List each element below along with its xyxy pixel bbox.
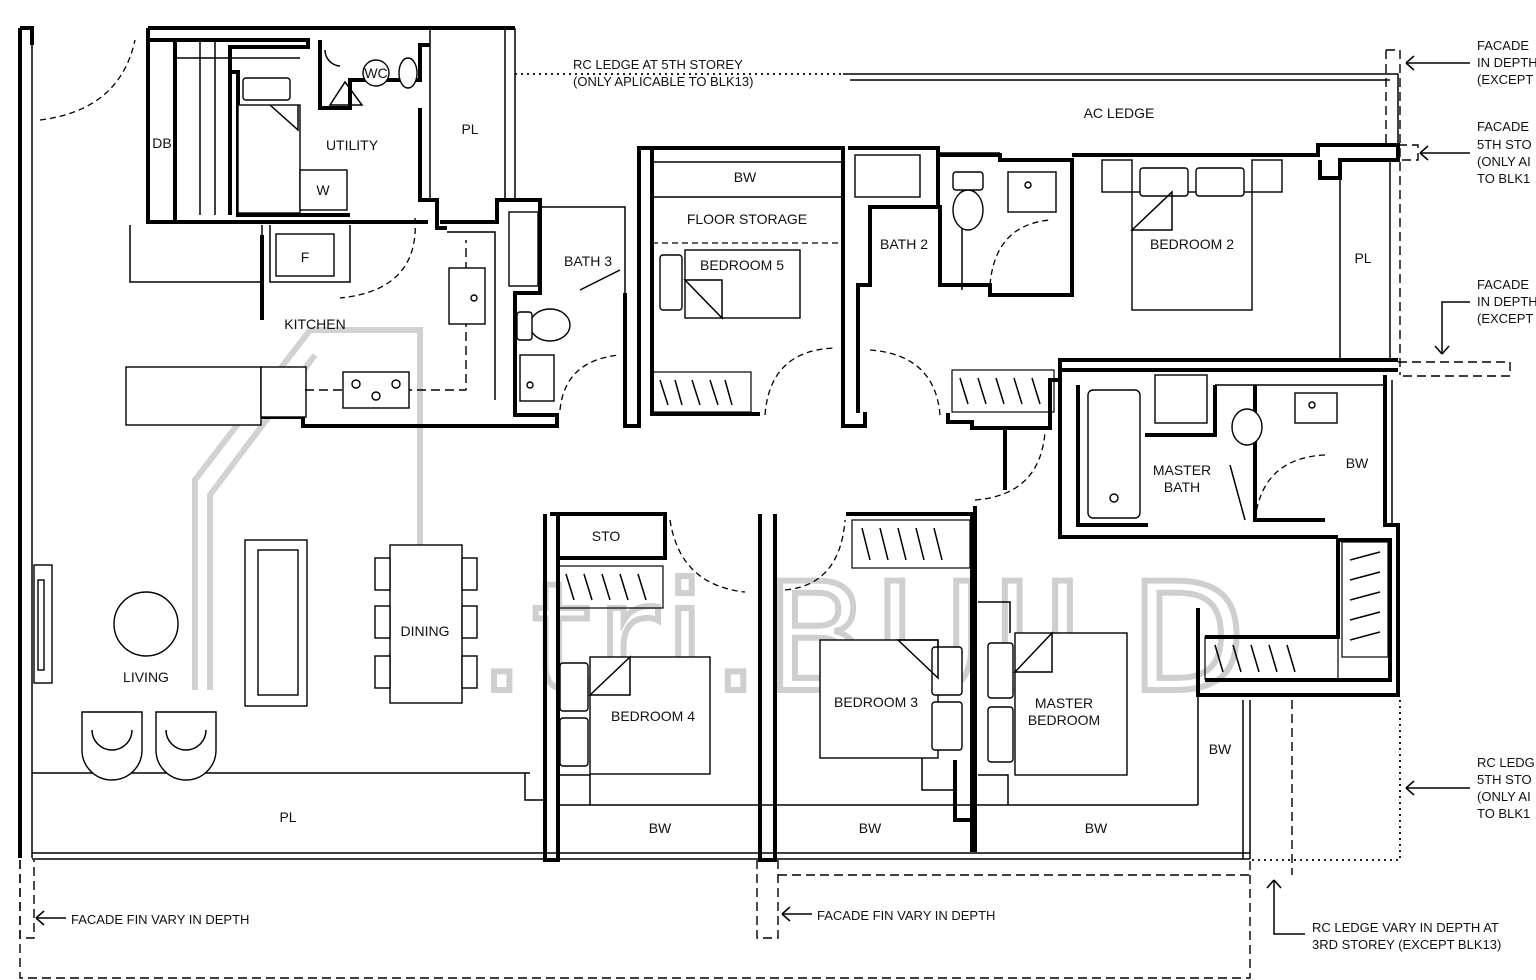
label-dining: DINING: [401, 623, 450, 639]
label-pl-top: PL: [461, 121, 478, 137]
note-facade-tr2-4: TO BLK1: [1477, 171, 1530, 186]
label-bw-store: BW: [734, 169, 757, 185]
label-bath2: BATH 2: [880, 236, 928, 252]
label-f: F: [301, 249, 310, 265]
label-kitchen: KITCHEN: [284, 316, 345, 332]
label-sto: STO: [592, 528, 621, 544]
label-bw-b4: BW: [649, 820, 672, 836]
note-facade-tr2-1: FACADE: [1477, 119, 1529, 134]
doors: [39, 39, 1326, 593]
label-living: LIVING: [123, 669, 169, 685]
note-facade-tr-1: FACADE: [1477, 38, 1529, 53]
note-facade-fin-mid: FACADE FIN VARY IN DEPTH: [817, 908, 995, 923]
note-facade-mr-2: IN DEPTH: [1477, 294, 1536, 309]
note-facade-mr-1: FACADE: [1477, 277, 1529, 292]
note-facade-fin-left: FACADE FIN VARY IN DEPTH: [71, 912, 249, 927]
facade-lines: [19, 49, 1511, 979]
label-master-bedroom-1: MASTER: [1035, 695, 1093, 711]
note-rc-ledge-r-1: RC LEDG: [1477, 755, 1535, 770]
note-rc-ledge-5th-1: RC LEDGE AT 5TH STOREY: [573, 57, 743, 72]
label-utility: UTILITY: [326, 137, 379, 153]
note-rc-ledge-r-4: TO BLK1: [1477, 806, 1530, 821]
label-bedroom3: BEDROOM 3: [834, 694, 918, 710]
label-pl-right: PL: [1354, 250, 1371, 266]
note-facade-tr2-3: (ONLY AI: [1477, 154, 1531, 169]
label-ac-ledge: AC LEDGE: [1084, 105, 1155, 121]
label-w: W: [316, 182, 330, 198]
label-floor-storage: FLOOR STORAGE: [687, 211, 807, 227]
label-bath3: BATH 3: [564, 253, 612, 269]
note-facade-tr2-2: 5TH STO: [1477, 137, 1532, 152]
label-bedroom5: BEDROOM 5: [700, 257, 784, 273]
label-bw-mb: BW: [1085, 820, 1108, 836]
note-rc-ledge-r-3: (ONLY AI: [1477, 789, 1531, 804]
label-master-bath-1: MASTER: [1153, 462, 1211, 478]
label-bedroom2: BEDROOM 2: [1150, 236, 1234, 252]
walls: [18, 26, 1400, 862]
note-facade-tr-2: IN DEPTH: [1477, 55, 1536, 70]
label-master-bath-2: BATH: [1164, 479, 1200, 495]
note-rc-ledge-5th-2: (ONLY APLICABLE TO BLK13): [573, 74, 753, 89]
note-facade-mr-3: (EXCEPT: [1477, 311, 1533, 326]
note-facade-tr-3: (EXCEPT: [1477, 72, 1533, 87]
label-master-bedroom-2: BEDROOM: [1028, 712, 1100, 728]
annotation-notes: RC LEDGE AT 5TH STOREY (ONLY APLICABLE T…: [71, 38, 1536, 952]
wardrobes: [557, 369, 1389, 680]
room-labels: DB WC UTILITY W PL F KITCHEN BATH 3 BW F…: [123, 65, 1372, 836]
label-pl-bottom: PL: [279, 809, 296, 825]
label-bedroom4: BEDROOM 4: [611, 708, 695, 724]
label-bw-right: BW: [1209, 741, 1232, 757]
note-rc-ledge-r-2: 5TH STO: [1477, 772, 1532, 787]
fixtures: [81, 40, 1338, 805]
label-bw-b3: BW: [859, 820, 882, 836]
note-rc-ledge-3rd-1: RC LEDGE VARY IN DEPTH AT: [1312, 920, 1499, 935]
label-bw-master-bath: BW: [1346, 455, 1369, 471]
label-wc: WC: [364, 65, 387, 81]
note-rc-ledge-3rd-2: 3RD STOREY (EXCEPT BLK13): [1312, 937, 1501, 952]
label-db: DB: [152, 135, 171, 151]
